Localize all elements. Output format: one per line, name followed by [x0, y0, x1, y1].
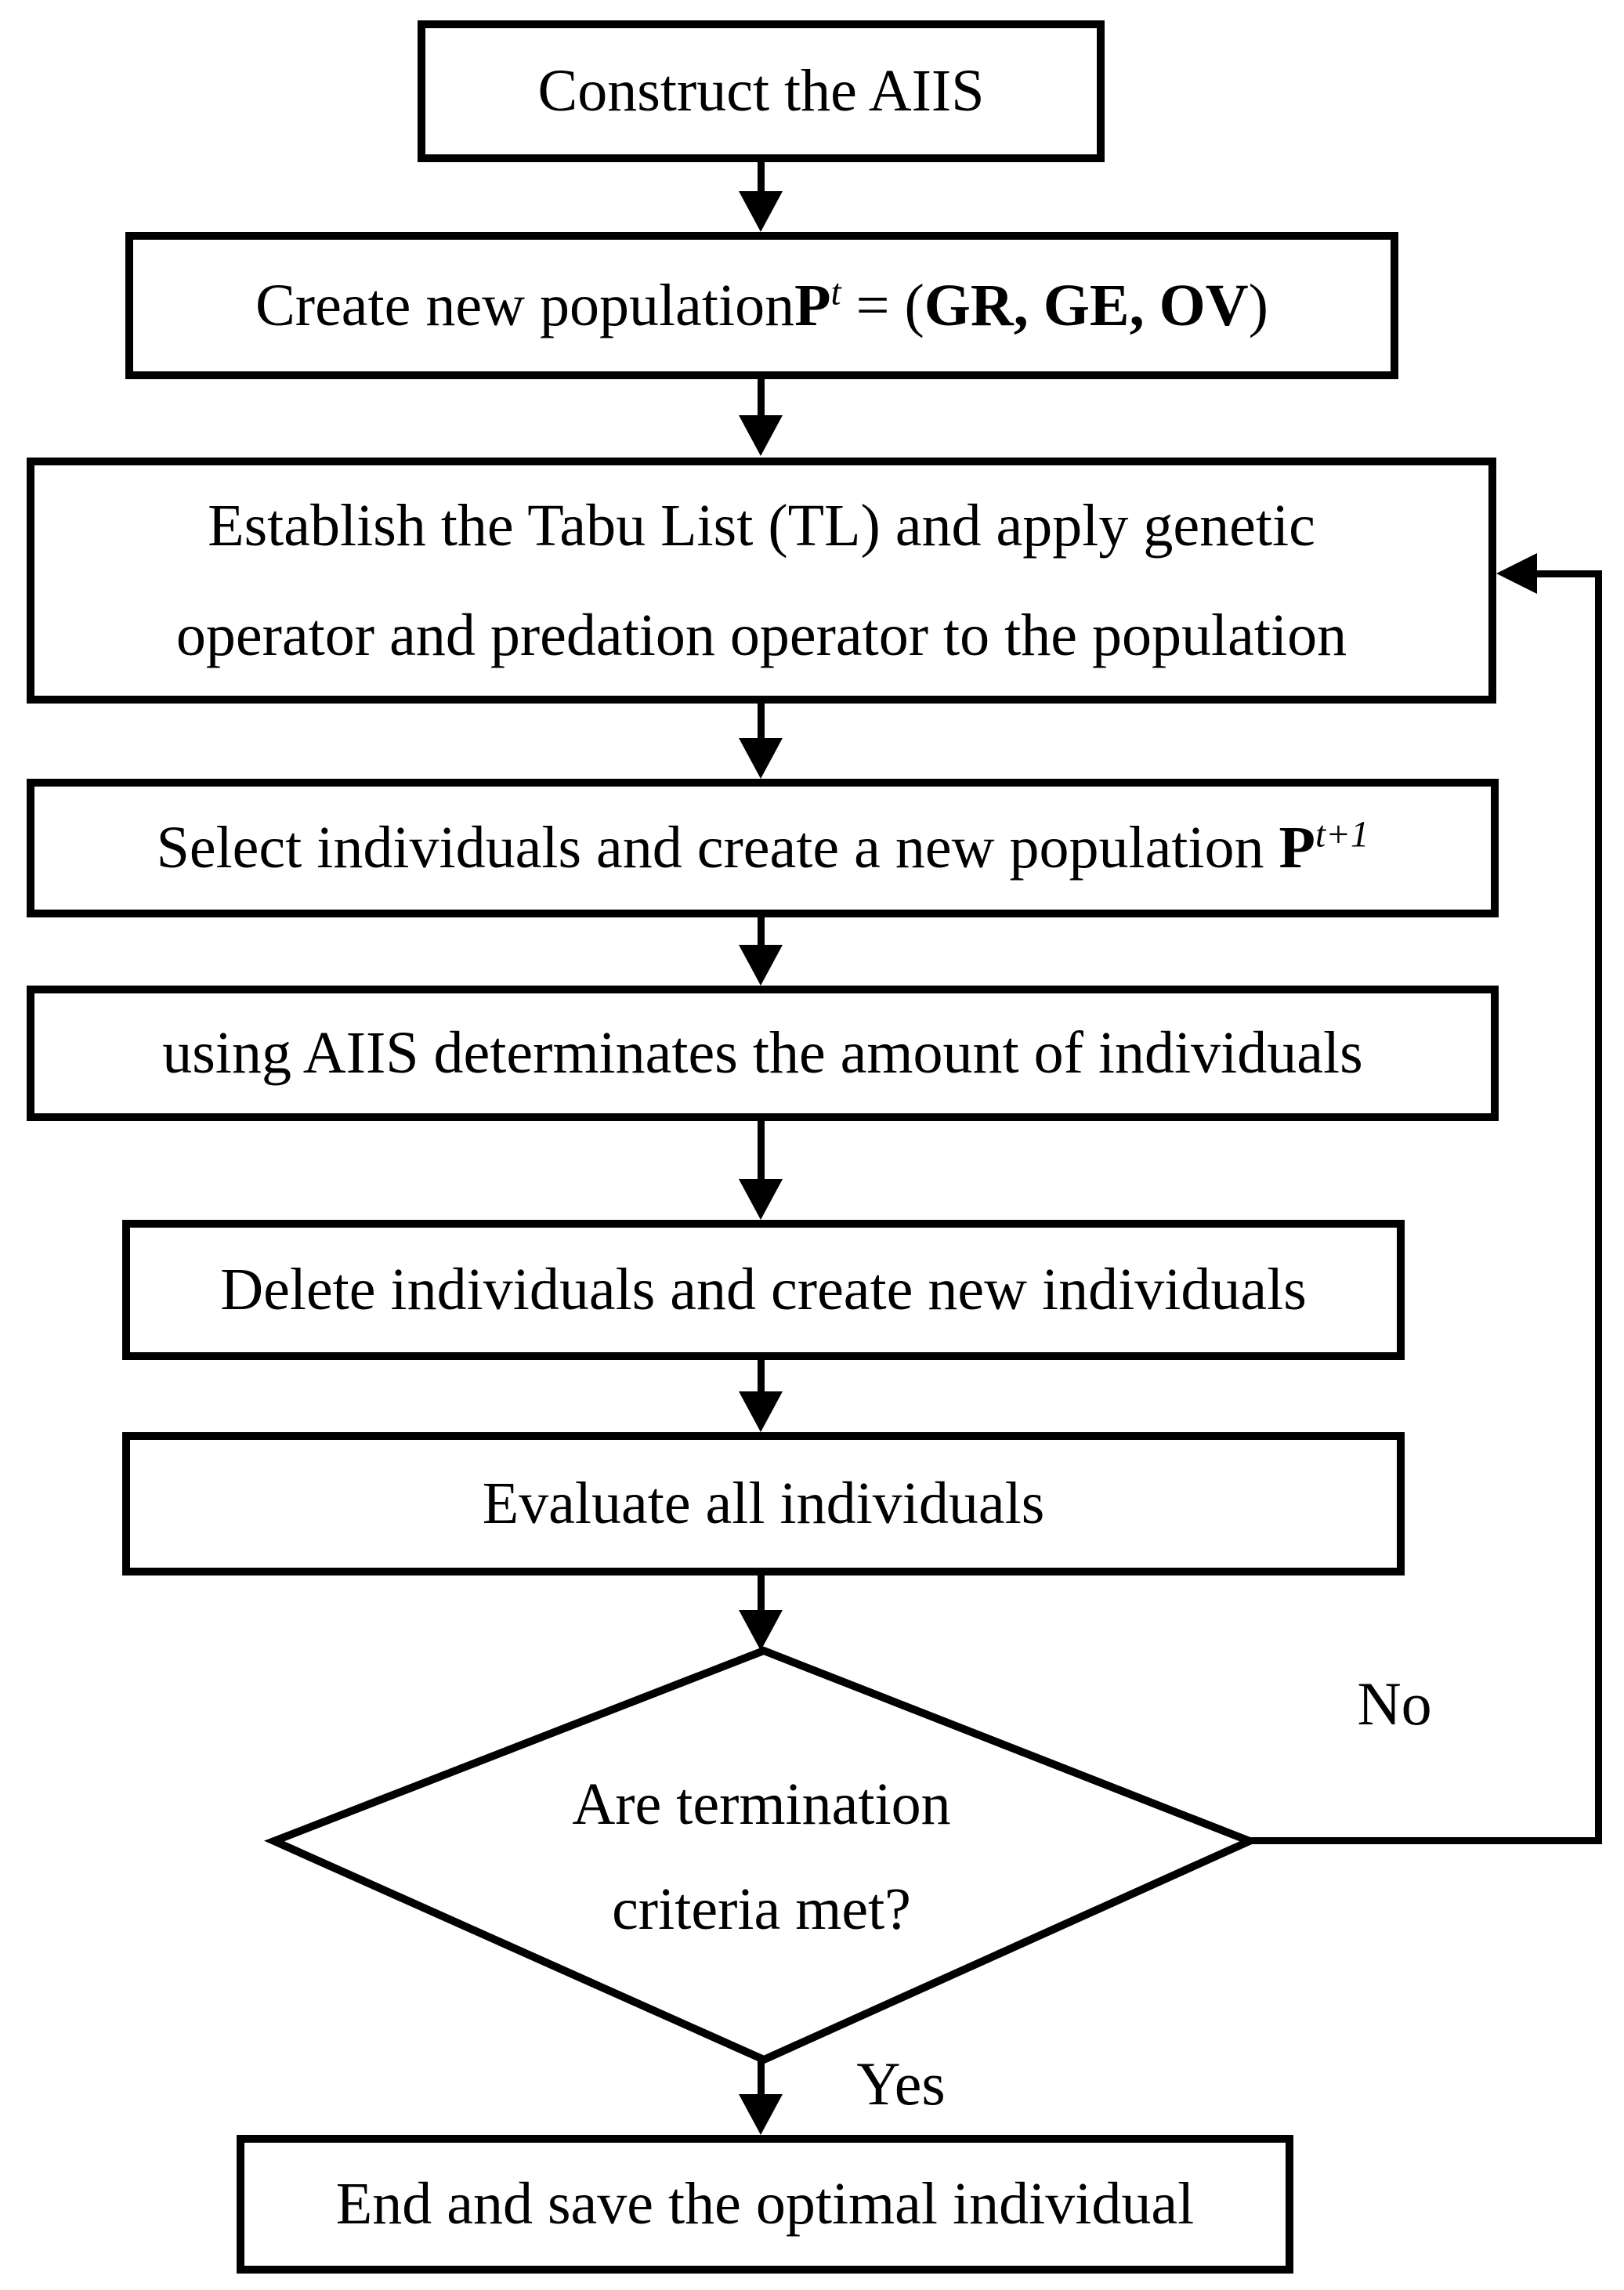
formula-p-t-base: P	[794, 272, 831, 338]
arrow-evaluate-to-decision-shaft	[758, 1574, 765, 1613]
formula-p-t-sup: t	[830, 272, 841, 313]
node-create-population: Create new populationPt = (GR, GE, OV)	[125, 232, 1398, 379]
arrow-construct-to-create-head	[739, 191, 783, 232]
arrow-select-to-aiis-head	[739, 945, 783, 986]
arrow-decision-to-end-head	[739, 2094, 783, 2135]
node-termination-decision: Are termination criteria met?	[572, 1771, 951, 1942]
formula-p-t1-base: P	[1279, 815, 1315, 881]
node-delete-individuals: Delete individuals and create new indivi…	[122, 1220, 1405, 1360]
arrow-decision-to-end-shaft	[758, 2058, 765, 2097]
arrow-delete-to-evaluate-head	[739, 1391, 783, 1432]
node-construct-aiis: Construct the AIIS	[418, 20, 1105, 162]
arrow-aiis-to-delete-head	[739, 1179, 783, 1220]
no-loop-bottom-line	[1246, 1837, 1602, 1844]
arrow-evaluate-to-decision-head	[739, 1610, 783, 1651]
node-construct-aiis-label: Construct the AIIS	[537, 58, 985, 124]
node-end-save-label: End and save the optimal individual	[335, 2171, 1195, 2237]
arrow-create-to-establish-shaft	[758, 378, 765, 418]
node-create-population-label: Create new populationPt = (GR, GE, OV)	[255, 272, 1268, 338]
node-select-individuals-label: Select individuals and create a new popu…	[156, 814, 1369, 881]
formula-p-t1-sup: t+1	[1315, 814, 1369, 856]
node-delete-individuals-label: Delete individuals and create new indivi…	[220, 1257, 1307, 1322]
arrow-establish-to-select-head	[739, 738, 783, 779]
arrow-aiis-to-delete-shaft	[758, 1120, 765, 1182]
node-evaluate-individuals-label: Evaluate all individuals	[482, 1471, 1045, 1536]
node-end-save: End and save the optimal individual	[237, 2135, 1293, 2274]
arrow-construct-to-create-shaft	[758, 159, 765, 197]
node-evaluate-individuals: Evaluate all individuals	[122, 1432, 1405, 1576]
formula-args: GR, GE, OV	[924, 272, 1249, 338]
no-loop-right-line	[1595, 570, 1602, 1844]
no-loop-arrow-head	[1496, 553, 1537, 594]
node-aiis-determinates: using AIIS determinates the amount of in…	[27, 986, 1499, 1121]
node-establish-tabu: Establish the Tabu List (TL) and apply g…	[27, 458, 1496, 704]
no-loop-top-line	[1534, 570, 1602, 577]
node-aiis-determinates-label: using AIIS determinates the amount of in…	[162, 1020, 1363, 1086]
edge-label-no: No	[1357, 1670, 1432, 1738]
edge-label-yes: Yes	[856, 2049, 946, 2118]
arrow-select-to-aiis-shaft	[758, 916, 765, 949]
arrow-delete-to-evaluate-shaft	[758, 1358, 765, 1395]
arrow-establish-to-select-shaft	[758, 702, 765, 741]
node-select-individuals: Select individuals and create a new popu…	[27, 779, 1499, 917]
node-establish-tabu-label: Establish the Tabu List (TL) and apply g…	[175, 493, 1347, 668]
arrow-create-to-establish-head	[739, 415, 783, 456]
